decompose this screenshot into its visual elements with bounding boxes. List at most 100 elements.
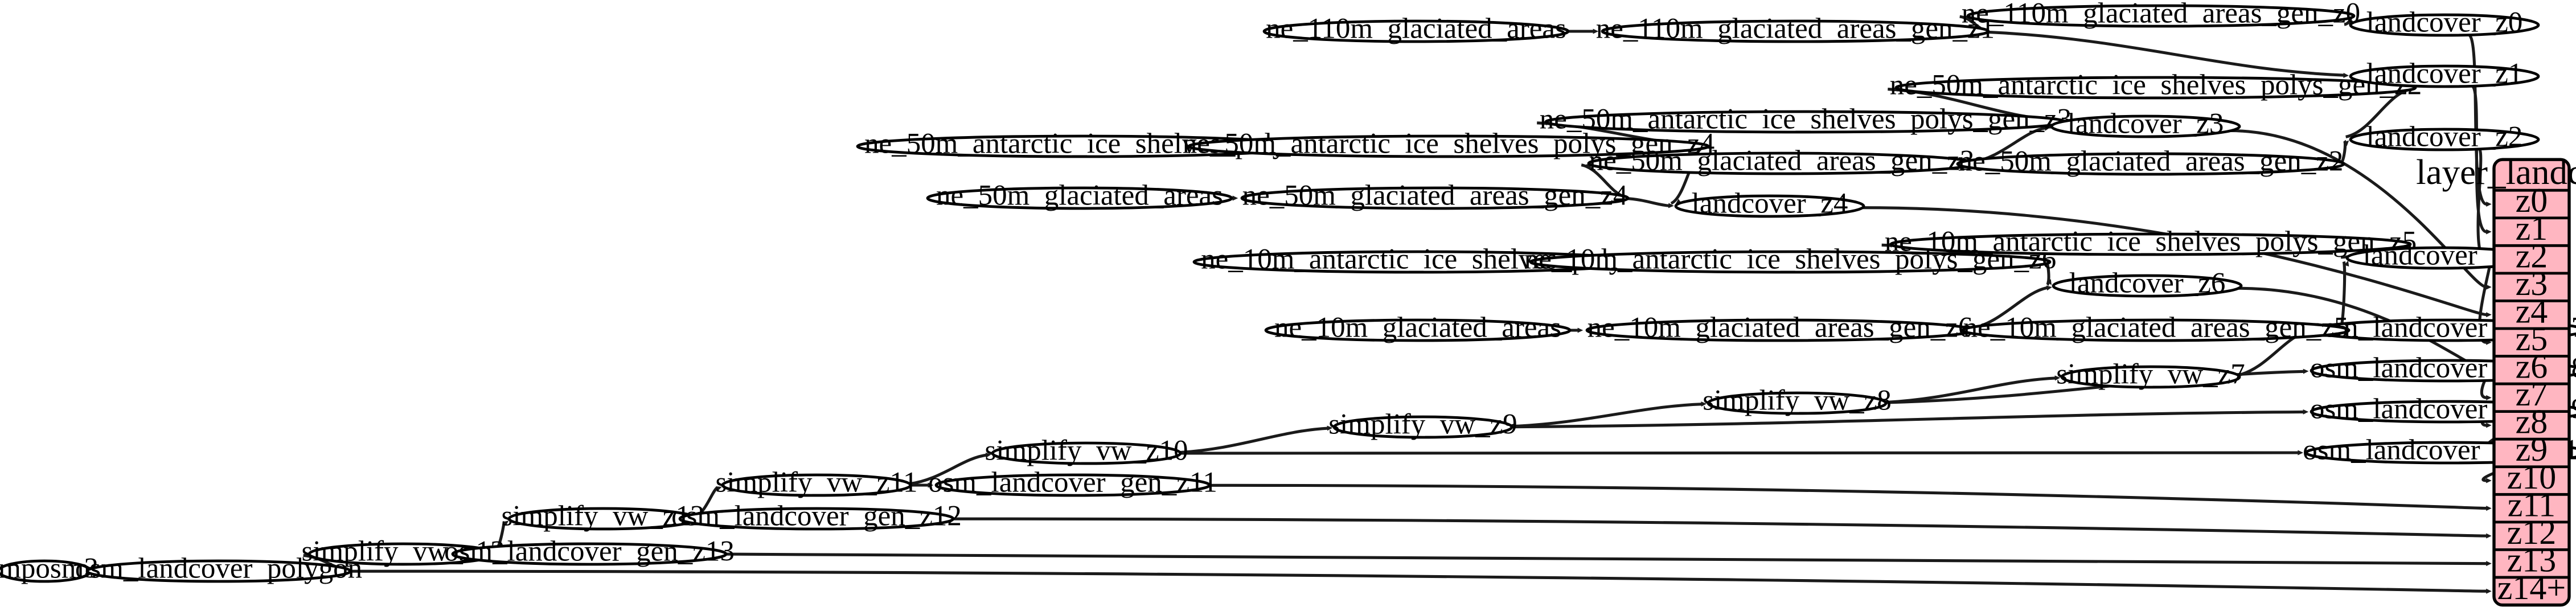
- layer-table-row-z13[interactable]: z13: [2507, 541, 2557, 579]
- node-shape: [1961, 318, 2351, 342]
- layer-table-row-z2[interactable]: z2: [2516, 237, 2548, 274]
- node-shape: [2060, 365, 2241, 389]
- edge-ne_50m_glaciated_areas_gen_z4-to-landcover_z4: [1626, 196, 1670, 207]
- edge-osm_landcover_gen_z13-to-layer_landcover.z13: [724, 552, 2487, 565]
- layer-table-row-z6[interactable]: z6: [2516, 348, 2548, 386]
- edge-arrowhead: [502, 520, 509, 526]
- layer-table-row-z7[interactable]: z7: [2516, 375, 2548, 413]
- node-shape: [991, 441, 1182, 465]
- edge-arrowhead: [1668, 203, 1674, 208]
- node-ne_10m_antarctic_ice_shelves_polys_gen_z5[interactable]: ne_10m_antarctic_ice_shelves_polys_gen_z…: [1885, 226, 2417, 258]
- node-shape: [1529, 250, 2052, 274]
- layer-table-row-z12[interactable]: z12: [2507, 514, 2557, 551]
- edge-osm_landcover_polygon-to-layer_landcover.z14+: [348, 569, 2487, 593]
- node-label: simplify_vw_z11: [715, 467, 917, 499]
- edge-arrowhead: [2486, 395, 2492, 400]
- edge-arrowhead: [1701, 401, 1707, 407]
- node-ne_110m_glaciated_areas_gen_z0[interactable]: ne_110m_glaciated_areas_gen_z0: [1962, 0, 2360, 30]
- node-ne_10m_glaciated_areas_gen_z5[interactable]: ne_10m_glaciated_areas_gen_z5: [1961, 312, 2351, 344]
- node-label: ne_50m_glaciated_areas_gen_z3: [1589, 145, 1975, 177]
- edge-ne_110m_glaciated_areas_gen_z1-to-landcover_z1: [1986, 30, 2345, 77]
- node-landcover_z1[interactable]: landcover_z1: [2349, 58, 2540, 90]
- edge-arrowhead: [2486, 284, 2492, 290]
- node-simplify_vw_z7[interactable]: simplify_vw_z7: [2056, 359, 2245, 391]
- node-label: ne_10m_glaciated_areas: [1274, 312, 1561, 344]
- layer-table-row-z8[interactable]: z8: [2516, 403, 2548, 441]
- edge-simplify_vw_z9-to-simplify_vw_z8: [1510, 403, 1703, 428]
- node-shape: [2052, 274, 2243, 298]
- layer-table-row-z1[interactable]: z1: [2516, 210, 2548, 247]
- edge-arrowhead: [2298, 450, 2304, 456]
- edge-arrowhead: [985, 452, 991, 458]
- edge-arrowhead: [2486, 588, 2492, 594]
- edge-simplify_vw_z8-to-simplify_vw_z7: [1884, 376, 2056, 404]
- edge-arrowhead: [2046, 279, 2052, 285]
- node-simplify_vw_z9[interactable]: simplify_vw_z9: [1328, 409, 1517, 441]
- node-osm_landcover_gen_z12[interactable]: osm_landcover_gen_z12: [671, 501, 962, 532]
- node-label: ne_50m_antarctic_ice_shelves_polys_gen_z…: [1890, 69, 2422, 101]
- node-label: ne_10m_glaciated_areas_gen_z6: [1588, 312, 1973, 344]
- layer-table-row-z3[interactable]: z3: [2516, 265, 2548, 302]
- node-ne_50m_glaciated_areas_gen_z2[interactable]: ne_50m_glaciated_areas_gen_z2: [1956, 146, 2345, 178]
- layer-table-row-z11[interactable]: z11: [2508, 486, 2556, 523]
- node-landcover_z4[interactable]: landcover_z4: [1674, 188, 1865, 220]
- node-ne_10m_glaciated_areas[interactable]: ne_10m_glaciated_areas: [1264, 312, 1572, 344]
- node-landcover_z0[interactable]: landcover_z0: [2349, 7, 2540, 39]
- node-osm_landcover_gen_z11[interactable]: osm_landcover_gen_z11: [928, 467, 1217, 499]
- node-shape: [1262, 19, 1570, 43]
- layer-table-row-z14plus[interactable]: z14+: [2497, 569, 2566, 606]
- layer-table-row-z5[interactable]: z5: [2516, 320, 2548, 358]
- node-landcover_z6[interactable]: landcover_z6: [2052, 268, 2243, 300]
- edge-arrowhead: [1593, 28, 1599, 34]
- node-osm_landcover_polygon[interactable]: osm_landcover_polygon: [75, 553, 362, 585]
- node-simplify_vw_z12[interactable]: simplify_vw_z12: [502, 501, 705, 532]
- node-ne_50m_glaciated_areas_gen_z3[interactable]: ne_50m_glaciated_areas_gen_z3: [1587, 145, 1976, 177]
- layer-table-row-z4[interactable]: z4: [2516, 292, 2548, 330]
- node-label: simplify_vw_z9: [1328, 409, 1517, 441]
- node-shape: [2349, 64, 2540, 88]
- node-simplify_vw_z8[interactable]: simplify_vw_z8: [1703, 385, 1891, 417]
- node-landcover_z3[interactable]: landcover_z3: [2050, 108, 2241, 140]
- node-label: ne_10m_antarctic_ice_shelves_polys_gen_z…: [1885, 226, 2417, 258]
- node-label: simplify_vw_z7: [2056, 359, 2245, 391]
- node-ne_110m_glaciated_areas_gen_z1[interactable]: ne_110m_glaciated_areas_gen_z1: [1596, 13, 1995, 45]
- edge-arrowhead: [2486, 478, 2492, 483]
- node-shape: [2349, 128, 2540, 151]
- node-ne_50m_antarctic_ice_shelves_polys_gen_z2[interactable]: ne_50m_antarctic_ice_shelves_polys_gen_z…: [1890, 69, 2422, 101]
- node-ne_110m_glaciated_areas[interactable]: ne_110m_glaciated_areas: [1262, 13, 1570, 45]
- node-shape: [934, 473, 1211, 497]
- edge-ne_50m_antarctic_ice_shelves_polys_gen_z2-to-landcover_z2: [2345, 88, 2410, 138]
- node-shape: [1187, 134, 1710, 158]
- node-ne_50m_antarctic_ice_shelves_polys_gen_z4[interactable]: ne_50m_antarctic_ice_shelves_polys_gen_z…: [1183, 128, 1715, 160]
- edge-arrowhead: [2486, 561, 2492, 567]
- node-shape: [721, 473, 912, 497]
- node-label: simplify_vw_z12: [502, 501, 705, 532]
- node-shape: [1674, 194, 1865, 218]
- node-osm_landcover_gen_z13[interactable]: osm_landcover_gen_z13: [444, 536, 735, 568]
- node-label: ne_50m_glaciated_areas_gen_z4: [1242, 180, 1628, 212]
- layer-table-row-z10[interactable]: z10: [2507, 458, 2557, 496]
- node-shape: [1889, 232, 2412, 256]
- node-shape: [1707, 391, 1888, 415]
- edge-landcover_z4-to-layer_landcover.z4: [1861, 206, 2487, 317]
- node-shape: [2050, 114, 2241, 138]
- layer-table-row-z9[interactable]: z9: [2516, 430, 2548, 468]
- node-shape: [1966, 4, 2356, 28]
- node-shape: [926, 186, 1233, 210]
- node-simplify_vw_z11[interactable]: simplify_vw_z11: [715, 467, 917, 499]
- node-ne_50m_glaciated_areas_gen_z4[interactable]: ne_50m_glaciated_areas_gen_z4: [1240, 180, 1630, 212]
- edge-arrowhead: [2303, 368, 2309, 374]
- edges-layer: [80, 15, 2567, 594]
- node-shape: [1264, 318, 1572, 342]
- node-label: ne_50m_glaciated_areas_gen_z2: [1958, 146, 2344, 178]
- node-ne_50m_antarctic_ice_shelves_polys_gen_z3[interactable]: ne_50m_antarctic_ice_shelves_polys_gen_z…: [1540, 104, 2072, 136]
- node-landcover_z2[interactable]: landcover_z2: [2349, 121, 2540, 153]
- layer-table-row-z0[interactable]: z0: [2516, 182, 2548, 219]
- layer-landcover-table[interactable]: layer_landcoverz0z1z2z3z4z5z6z7z8z9z10z1…: [2416, 152, 2576, 607]
- node-label: ne_50m_glaciated_areas: [936, 180, 1223, 212]
- node-simplify_vw_z10[interactable]: simplify_vw_z10: [985, 435, 1188, 467]
- node-ne_10m_glaciated_areas_gen_z6[interactable]: ne_10m_glaciated_areas_gen_z6: [1585, 312, 1975, 344]
- node-label: imposm3: [0, 553, 99, 585]
- node-ne_50m_glaciated_areas[interactable]: ne_50m_glaciated_areas: [926, 180, 1233, 212]
- node-ne_50m_antarctic_ice_shelves_polys[interactable]: ne_50m_antarctic_ice_shelves_polys: [856, 128, 1307, 160]
